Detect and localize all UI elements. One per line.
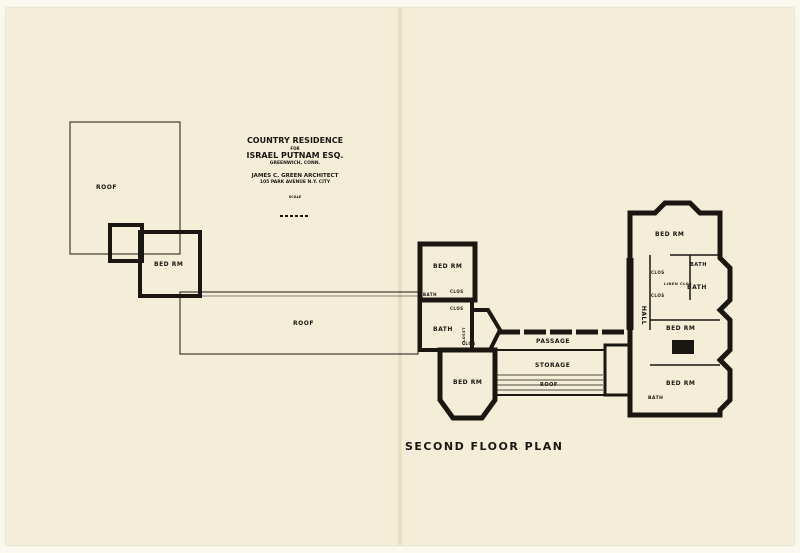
scale-label: SCALE bbox=[288, 195, 302, 200]
storage-area bbox=[494, 349, 606, 396]
room-passage: PASSAGE bbox=[536, 338, 571, 345]
title-line-location: GREENWICH, CONN. bbox=[269, 161, 321, 166]
room-roof-storage: ROOF bbox=[540, 382, 558, 388]
title-line-client: ISRAEL PUTNAM ESQ. bbox=[246, 151, 344, 160]
stair-block bbox=[108, 223, 144, 263]
title-line-address: 105 PARK AVENUE N.Y. CITY bbox=[259, 179, 331, 185]
room-linen-clos: LINEN CLOS bbox=[664, 282, 693, 286]
title-line-for: FOR bbox=[290, 146, 300, 151]
room-clos-b: CLOS bbox=[450, 306, 464, 311]
title-block: COUNTRY RESIDENCE FOR ISRAEL PUTNAM ESQ.… bbox=[225, 136, 365, 200]
room-roof-left: ROOF bbox=[96, 184, 117, 191]
room-bath-r3: BATH bbox=[648, 396, 664, 401]
room-bath-center: BATH bbox=[433, 326, 453, 333]
room-bed-left: BED RM bbox=[154, 261, 184, 268]
roof-outline-left bbox=[69, 121, 181, 255]
title-line-architect: JAMES C. GREEN ARCHITECT bbox=[251, 172, 339, 179]
room-roof-long: ROOF bbox=[293, 320, 314, 327]
room-bed-center-top: BED RM bbox=[433, 263, 463, 270]
room-clos-a: CLOS bbox=[450, 289, 464, 294]
wall-bed-left bbox=[138, 230, 202, 298]
room-bed-right-bottom: BED RM bbox=[666, 380, 696, 387]
plan-title: SECOND FLOOR PLAN bbox=[405, 440, 564, 453]
room-bed-right-top: BED RM bbox=[655, 231, 685, 238]
room-bed-center-bottom: BED RM bbox=[453, 379, 483, 386]
stair-right bbox=[603, 343, 632, 397]
room-bath-r1: BATH bbox=[690, 262, 707, 268]
room-clos-r1: CLOS bbox=[651, 270, 665, 275]
wall-right-wing bbox=[627, 200, 733, 418]
room-bath-small: BATH bbox=[423, 292, 437, 297]
room-bath-r2: BATH bbox=[687, 284, 707, 291]
room-clos-c: CLOS bbox=[462, 341, 476, 346]
wall-stair-angle bbox=[472, 308, 503, 352]
room-clos-r2: CLOS bbox=[651, 293, 665, 298]
center-fold bbox=[398, 8, 402, 545]
title-line-project: COUNTRY RESIDENCE bbox=[246, 136, 344, 145]
room-bed-right-mid: BED RM bbox=[666, 325, 696, 332]
room-hall: HALL bbox=[640, 305, 648, 326]
room-storage: STORAGE bbox=[535, 362, 571, 369]
